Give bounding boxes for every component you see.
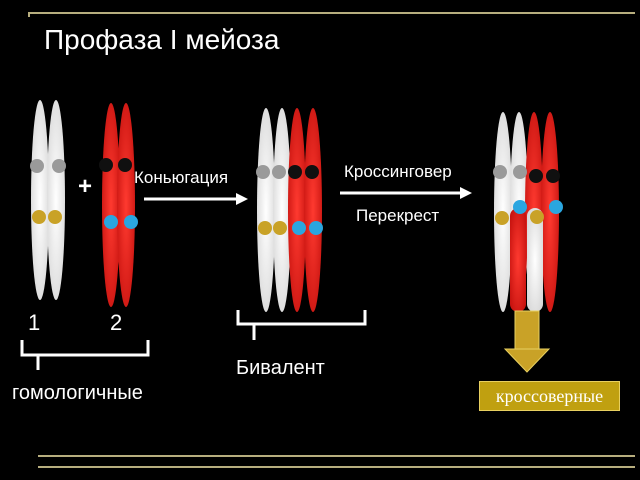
bivalent-chromosomes xyxy=(256,108,323,312)
gene-k-blue xyxy=(549,200,563,214)
gene-c-grey xyxy=(256,165,270,179)
gene-h-yellow xyxy=(530,210,544,224)
bracket-bivalent xyxy=(236,310,367,326)
gene-ch-black xyxy=(546,169,560,183)
gene-h-yellow xyxy=(273,221,287,235)
gene-ch-black xyxy=(99,158,113,172)
gene-h-yellow xyxy=(48,210,62,224)
gene-h-yellow xyxy=(258,221,272,235)
frame-top-line xyxy=(28,12,635,14)
frame-left-tick xyxy=(28,12,30,17)
gene-h-yellow xyxy=(495,211,509,225)
label-bivalent: Бивалент xyxy=(236,357,325,379)
gene-c-grey xyxy=(493,165,507,179)
label-perekrest: Перекрест xyxy=(356,206,440,225)
crossover-box: кроссоверные xyxy=(479,381,620,411)
arrow-down xyxy=(503,310,551,373)
gene-k-blue xyxy=(124,215,138,229)
gene-ch-black xyxy=(305,165,319,179)
crossover-chromosomes xyxy=(493,112,563,312)
gene-c-grey xyxy=(513,165,527,179)
chromosome-1-white xyxy=(30,100,66,300)
chromosome-2-red xyxy=(99,103,138,307)
label-homologous: гомологичные xyxy=(12,382,143,404)
label-number-2: 2 xyxy=(110,310,123,335)
label-number-1: 1 xyxy=(28,310,41,335)
gene-k-blue xyxy=(292,221,306,235)
bracket-homologous xyxy=(20,340,150,357)
gene-k-blue xyxy=(309,221,323,235)
gene-c-grey xyxy=(52,159,66,173)
gene-h-yellow xyxy=(32,210,46,224)
gene-ch-black xyxy=(288,165,302,179)
gene-c-grey xyxy=(30,159,44,173)
label-conjugation: Коньюгация xyxy=(134,168,229,187)
gene-c-grey xyxy=(272,165,286,179)
frame-bottom-line xyxy=(38,455,635,457)
gene-k-blue xyxy=(104,215,118,229)
label-crossingover: Кроссинговер xyxy=(344,162,452,181)
arrow-conjugation xyxy=(144,193,248,205)
gene-k-blue xyxy=(513,200,527,214)
frame-bottom-line-2 xyxy=(38,466,635,468)
page-title: Профаза I мейоза xyxy=(44,24,280,55)
arrow-crossingover xyxy=(340,187,472,199)
gene-ch-black xyxy=(118,158,132,172)
plus-sign: + xyxy=(78,173,93,200)
gene-ch-black xyxy=(529,169,543,183)
